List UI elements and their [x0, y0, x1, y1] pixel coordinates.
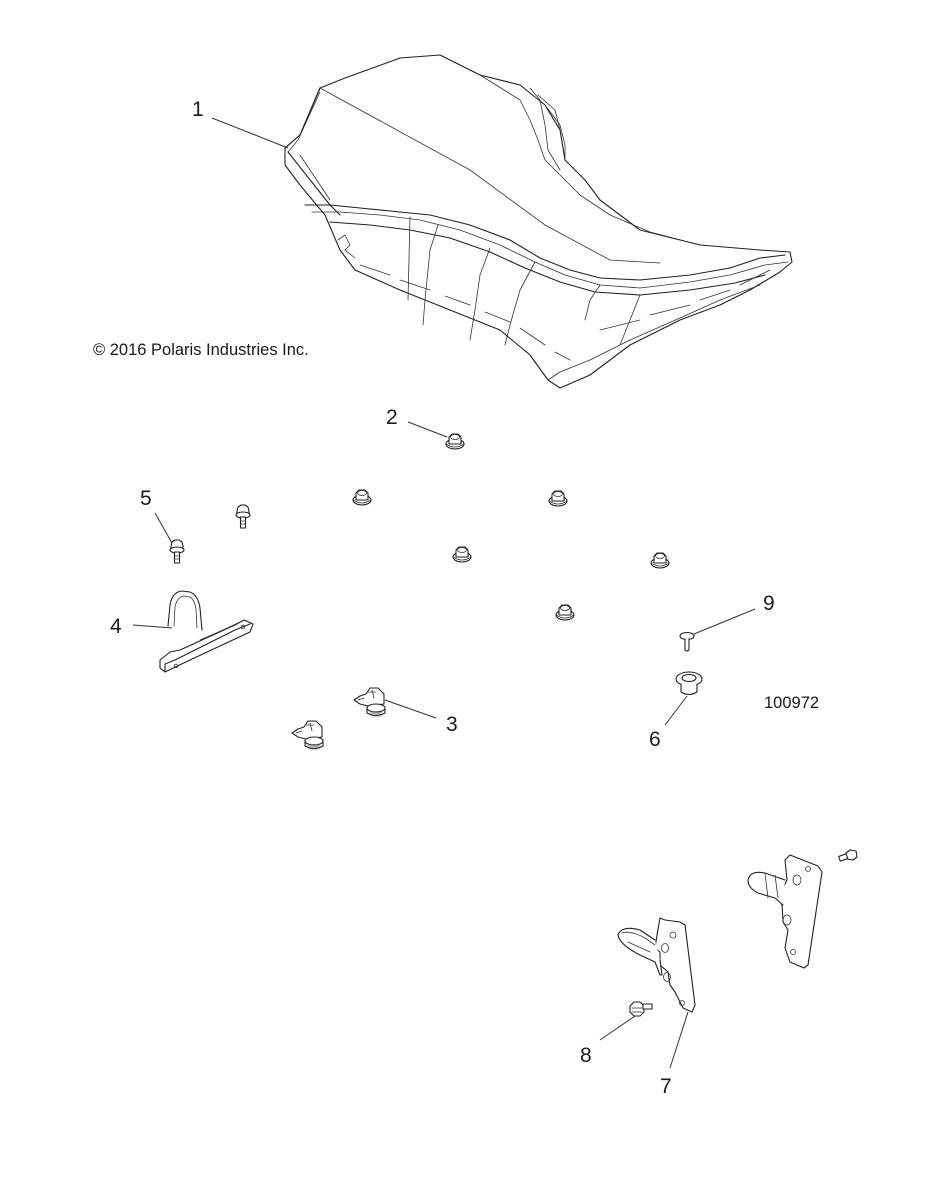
seat-latch-bracket-part[interactable]	[159, 590, 254, 673]
callout-5-label[interactable]: 5	[140, 487, 152, 510]
callout-9-label[interactable]: 9	[763, 592, 775, 615]
callout-3-label[interactable]: 3	[446, 713, 458, 736]
nut-part[interactable]	[548, 490, 568, 507]
nut-part[interactable]	[352, 489, 372, 506]
callout-1-label[interactable]: 1	[192, 98, 204, 121]
callout-2-leader	[407, 421, 448, 438]
callout-4-leader	[132, 624, 173, 629]
callout-8-label[interactable]: 8	[580, 1044, 592, 1067]
callout-5-leader	[154, 512, 173, 544]
callout-6-leader	[664, 695, 688, 726]
latch-clip-part[interactable]	[291, 720, 324, 751]
screw-part[interactable]	[235, 504, 251, 529]
callout-3-leader	[384, 699, 437, 719]
callout-8-leader	[599, 1015, 636, 1041]
nut-part[interactable]	[452, 546, 472, 563]
callout-7-leader	[669, 1011, 689, 1069]
copyright-notice: © 2016 Polaris Industries Inc.	[93, 341, 309, 359]
grommet-part[interactable]	[675, 671, 703, 696]
callout-6-label[interactable]: 6	[649, 728, 661, 751]
seat-hook-bracket-part[interactable]	[617, 854, 823, 1013]
nut-part[interactable]	[650, 552, 670, 569]
callout-4-label[interactable]: 4	[110, 615, 122, 638]
callout-9-leader	[693, 608, 756, 635]
rivet-pin-part[interactable]	[679, 631, 695, 652]
bolt-part[interactable]	[838, 849, 858, 862]
reference-number: 100972	[764, 694, 819, 712]
nut-part[interactable]	[445, 433, 465, 450]
seat-part[interactable]	[284, 54, 793, 389]
screw-part[interactable]	[169, 539, 185, 564]
bolt-part[interactable]	[629, 1001, 653, 1017]
callout-7-label[interactable]: 7	[660, 1075, 672, 1098]
latch-clip-part[interactable]	[353, 687, 386, 718]
callout-2-label[interactable]: 2	[386, 406, 398, 429]
nut-part[interactable]	[555, 604, 575, 621]
callout-1-leader	[211, 117, 289, 149]
